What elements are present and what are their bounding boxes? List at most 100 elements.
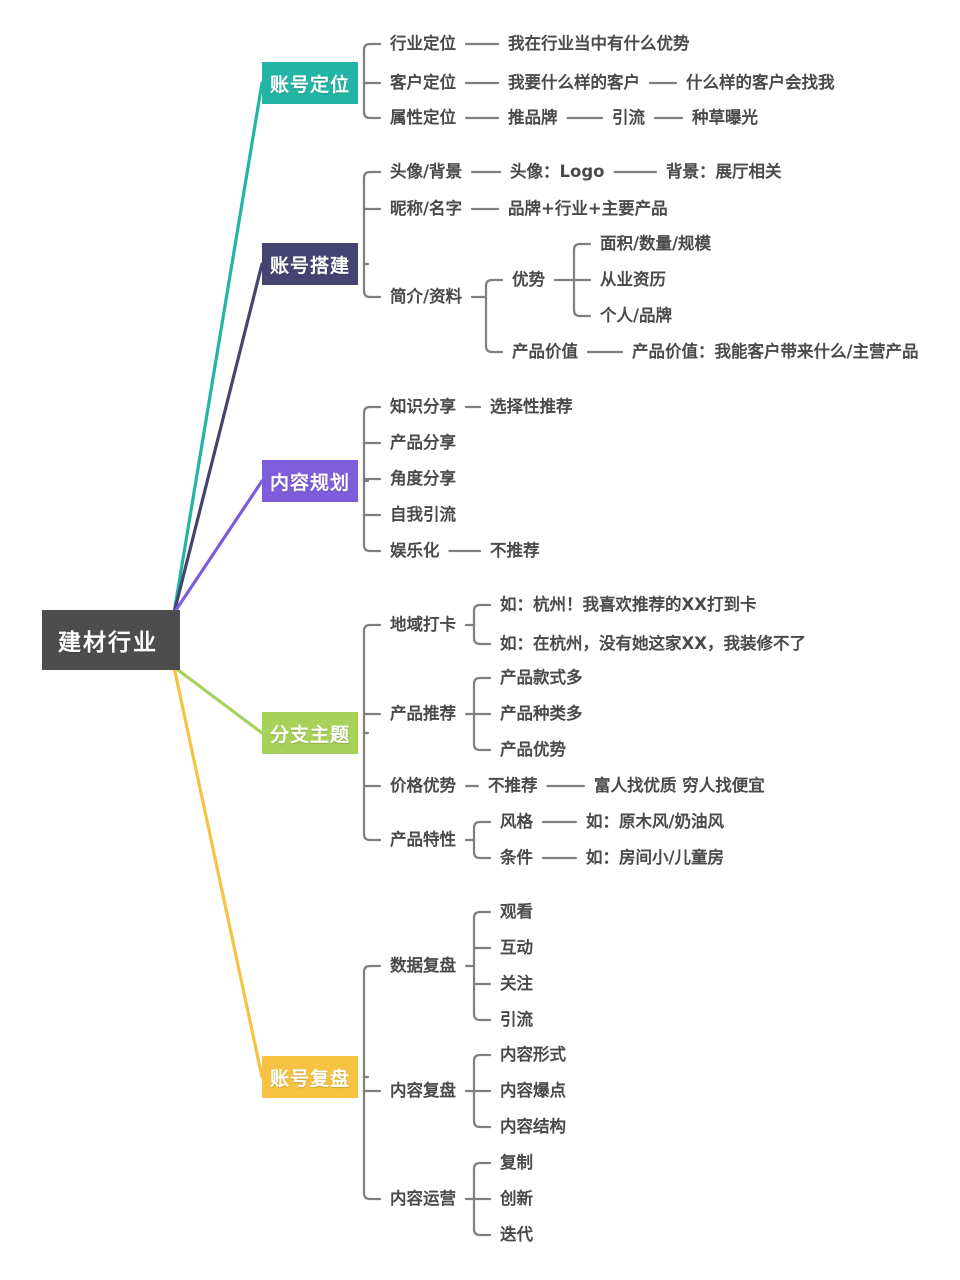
mindmap-leaf[interactable]: 条件	[500, 849, 533, 867]
branch-node-2[interactable]: 账号搭建	[262, 243, 358, 285]
mindmap-leaf-label: 从业资历	[600, 269, 666, 289]
mindmap-leaf[interactable]: 产品优势	[500, 739, 566, 759]
mindmap-leaf[interactable]: 选择性推荐	[490, 398, 573, 416]
mindmap-leaf-label: 如：在杭州，没有她这家XX，我装修不了	[500, 633, 806, 653]
mindmap-leaf-label: 推品牌	[508, 107, 558, 127]
mindmap-leaf[interactable]: 角度分享	[390, 470, 456, 488]
mindmap-leaf[interactable]: 富人找优质 穷人找便宜	[594, 777, 765, 795]
mindmap-leaf[interactable]: 数据复盘	[390, 955, 456, 975]
mindmap-leaf[interactable]: 客户定位	[390, 72, 456, 92]
mindmap-leaf[interactable]: 优势	[512, 271, 545, 289]
mindmap-leaf[interactable]: 产品种类多	[500, 703, 583, 723]
mindmap-leaf[interactable]: 面积/数量/规模	[600, 233, 712, 253]
mindmap-leaf[interactable]: 互动	[500, 937, 533, 957]
branch-node-label: 内容规划	[269, 471, 350, 494]
branch-node-4[interactable]: 分支主题	[262, 712, 358, 754]
mindmap-leaf[interactable]: 自我引流	[390, 504, 456, 524]
mindmap-leaf-label: 产品优势	[500, 739, 566, 759]
mindmap-leaf-label: 娱乐化	[390, 540, 440, 560]
mindmap-leaf[interactable]: 种草曝光	[692, 107, 758, 127]
mindmap-leaf[interactable]: 产品价值	[512, 341, 578, 361]
root-node[interactable]: 建材行业	[42, 610, 180, 670]
mindmap-leaf[interactable]: 产品推荐	[390, 703, 456, 723]
mindmap-leaf-label: 头像：Logo	[510, 161, 605, 181]
mindmap-leaf[interactable]: 产品款式多	[500, 667, 583, 687]
mindmap-leaf-label: 种草曝光	[692, 107, 758, 127]
mindmap-leaf[interactable]: 如：房间小/儿童房	[586, 847, 725, 867]
branch-node-1[interactable]: 账号定位	[262, 62, 358, 104]
mindmap-leaf-label: 内容运营	[390, 1188, 456, 1208]
mindmap-leaf[interactable]: 我要什么样的客户	[508, 72, 640, 92]
mindmap-leaf[interactable]: 背景：展厅相关	[666, 163, 782, 181]
mindmap-leaf-label: 什么样的客户会找我	[686, 72, 835, 92]
mindmap-leaf[interactable]: 内容爆点	[500, 1082, 566, 1100]
branch-node-label: 账号复盘	[269, 1067, 350, 1090]
mindmap-leaf-label: 行业定位	[390, 33, 456, 53]
mindmap-leaf[interactable]: 娱乐化	[390, 540, 440, 560]
mindmap-leaf[interactable]: 不推荐	[490, 542, 540, 560]
mindmap-leaf-label: 产品种类多	[500, 703, 583, 723]
mindmap-leaf-label: 内容复盘	[390, 1080, 456, 1100]
mindmap-leaf[interactable]: 内容运营	[390, 1188, 456, 1208]
mindmap-leaf[interactable]: 关注	[500, 973, 533, 993]
mindmap-leaf-label: 迭代	[500, 1224, 533, 1244]
mindmap-leaf[interactable]: 个人/品牌	[600, 307, 672, 325]
mindmap-leaf[interactable]: 如：在杭州，没有她这家XX，我装修不了	[500, 633, 806, 653]
mindmap-leaf[interactable]: 迭代	[500, 1224, 533, 1244]
branch-node-label: 分支主题	[269, 723, 350, 746]
mindmap-leaf-label: 关注	[500, 973, 533, 993]
mindmap-leaf-label: 产品款式多	[500, 667, 583, 687]
mindmap-leaf-label: 风格	[500, 811, 533, 831]
mindmap-leaf[interactable]: 知识分享	[390, 398, 456, 416]
mindmap-leaf-label: 地域打卡	[390, 614, 456, 634]
mindmap-leaf-label: 客户定位	[390, 72, 456, 92]
root-node-label: 建材行业	[58, 630, 158, 656]
mindmap-leaf-label: 如：原木风/奶油风	[586, 811, 725, 831]
mindmap-leaf[interactable]: 观看	[500, 903, 533, 921]
mindmap-leaf-label: 如：房间小/儿童房	[586, 847, 725, 867]
mindmap-leaf[interactable]: 如：原木风/奶油风	[586, 811, 725, 831]
mindmap-leaf-label: 我要什么样的客户	[508, 72, 640, 92]
mindmap-leaf[interactable]: 产品分享	[390, 434, 456, 452]
mindmap-leaf-label: 面积/数量/规模	[600, 233, 712, 253]
mindmap-leaf-label: 属性定位	[390, 107, 456, 127]
mindmap-leaf[interactable]: 引流	[612, 109, 645, 127]
mindmap-leaf[interactable]: 头像/背景	[390, 163, 462, 181]
mindmap-leaf[interactable]: 创新	[500, 1190, 533, 1208]
mindmap-leaf[interactable]: 推品牌	[508, 107, 558, 127]
mindmap-leaf-label: 自我引流	[390, 504, 456, 524]
mindmap-leaf[interactable]: 内容形式	[500, 1046, 566, 1064]
branch-node-5[interactable]: 账号复盘	[262, 1056, 358, 1098]
mindmap-leaf[interactable]: 头像：Logo	[510, 161, 605, 181]
mindmap-leaf[interactable]: 不推荐	[488, 777, 538, 795]
mindmap-leaf-label: 产品特性	[390, 829, 456, 849]
mindmap-leaf[interactable]: 引流	[500, 1011, 533, 1029]
mindmap-leaf-label: 复制	[500, 1152, 533, 1172]
mindmap-leaf-label: 产品价值：我能客户带来什么/主营产品	[632, 341, 919, 361]
mindmap-leaf[interactable]: 复制	[500, 1152, 533, 1172]
mindmap-leaf[interactable]: 我在行业当中有什么优势	[508, 35, 690, 53]
mindmap-leaf[interactable]: 品牌+行业+主要产品	[508, 198, 668, 218]
mindmap-leaf[interactable]: 内容复盘	[390, 1080, 456, 1100]
mindmap-leaf[interactable]: 风格	[500, 811, 533, 831]
mindmap-leaf[interactable]: 如：杭州！我喜欢推荐的XX打到卡	[500, 596, 756, 614]
mindmap-leaf-label: 品牌+行业+主要产品	[508, 198, 668, 218]
mindmap-leaf[interactable]: 简介/资料	[390, 288, 462, 306]
mindmap-leaf[interactable]: 内容结构	[500, 1118, 566, 1136]
mindmap-leaf[interactable]: 产品特性	[390, 829, 456, 849]
branch-node-label: 账号搭建	[269, 254, 350, 277]
mindmap-leaf[interactable]: 昵称/名字	[390, 200, 462, 218]
mindmap-leaf[interactable]: 行业定位	[390, 33, 456, 53]
mindmap-leaf-label: 产品推荐	[390, 703, 456, 723]
mindmap-leaf[interactable]: 地域打卡	[390, 614, 456, 634]
mindmap-leaf[interactable]: 属性定位	[390, 107, 456, 127]
mindmap-leaf[interactable]: 从业资历	[600, 269, 666, 289]
branch-node-3[interactable]: 内容规划	[262, 460, 358, 502]
mindmap-leaf-label: 产品价值	[512, 341, 578, 361]
mindmap-leaf[interactable]: 产品价值：我能客户带来什么/主营产品	[632, 341, 919, 361]
mindmap-leaf-label: 数据复盘	[390, 955, 456, 975]
mindmap-leaf[interactable]: 什么样的客户会找我	[686, 72, 835, 92]
mindmap-leaf-label: 互动	[500, 937, 533, 957]
mindmap-leaf[interactable]: 价格优势	[390, 777, 456, 795]
